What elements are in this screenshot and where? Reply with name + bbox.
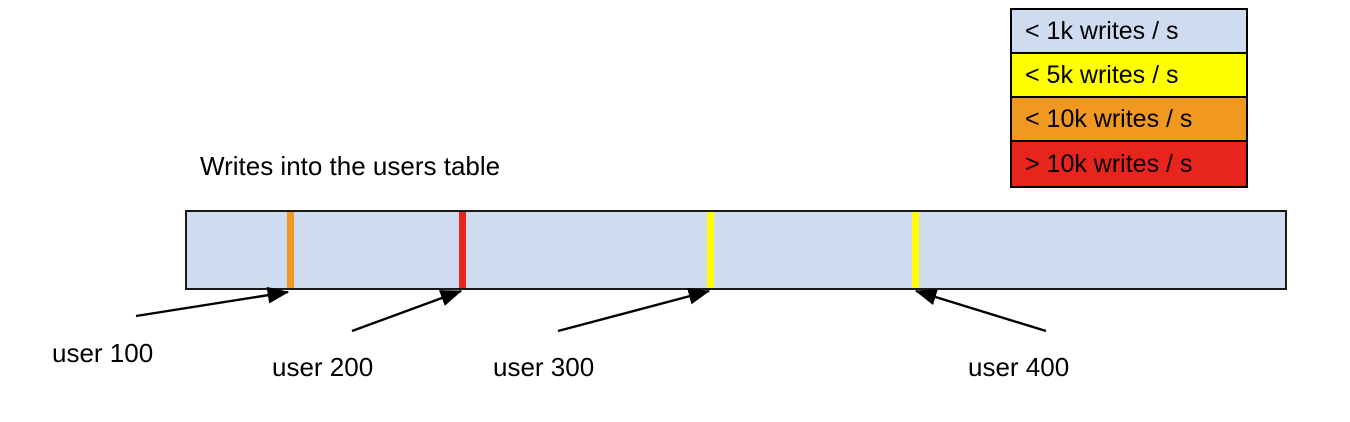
stripe-user-100 xyxy=(287,212,294,288)
diagram-caption: Writes into the users table xyxy=(200,151,501,181)
legend-label-2: < 10k writes / s xyxy=(1025,104,1193,133)
legend-label-0: < 1k writes / s xyxy=(1025,16,1179,45)
stripe-user-300 xyxy=(707,212,714,288)
legend-row-2: < 10k writes / s xyxy=(1012,98,1246,142)
arrow-user-100 xyxy=(135,286,290,318)
stripe-user-400 xyxy=(912,212,919,288)
legend-row-3: > 10k writes / s xyxy=(1012,142,1246,186)
annotation-label-user-100: user 100 xyxy=(52,338,154,368)
legend-row-0: < 1k writes / s xyxy=(1012,10,1246,54)
arrow-user-400 xyxy=(914,288,1047,333)
annotation-label-user-400: user 400 xyxy=(968,352,1070,382)
users-table-bar xyxy=(185,210,1287,290)
legend-row-1: < 5k writes / s xyxy=(1012,54,1246,98)
annotation-label-user-200: user 200 xyxy=(272,352,374,382)
arrow-user-200 xyxy=(351,289,463,333)
legend-label-3: > 10k writes / s xyxy=(1025,149,1193,178)
legend-label-1: < 5k writes / s xyxy=(1025,60,1179,89)
arrow-user-300 xyxy=(557,288,711,333)
stripe-user-200 xyxy=(459,212,466,288)
write-rate-legend: < 1k writes / s < 5k writes / s < 10k wr… xyxy=(1010,8,1248,188)
annotation-label-user-300: user 300 xyxy=(493,352,595,382)
